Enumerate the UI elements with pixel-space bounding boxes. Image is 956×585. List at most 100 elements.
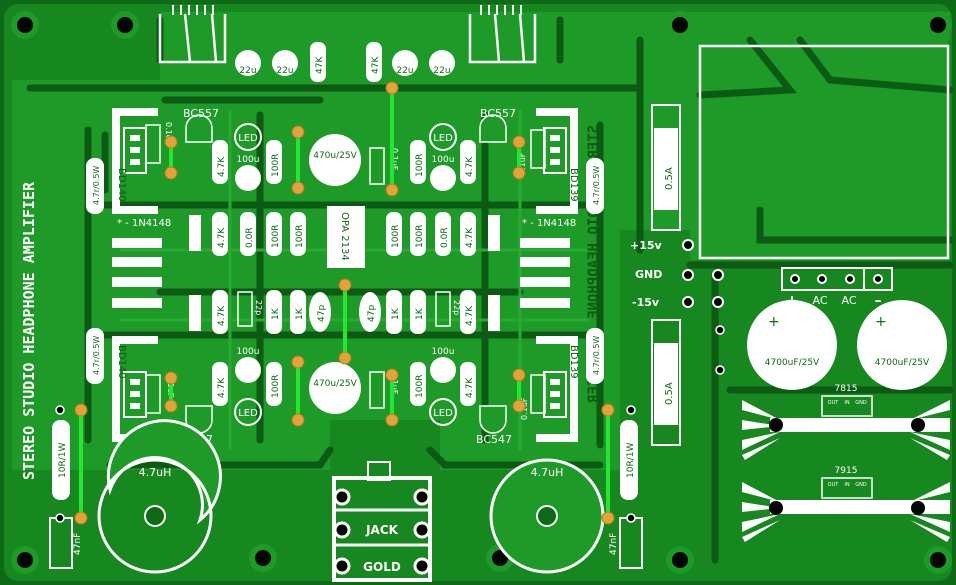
resistor-4k7-4: 4.7K — [212, 362, 228, 406]
svg-text:100u: 100u — [237, 155, 260, 165]
svg-text:IN: IN — [844, 400, 849, 406]
svg-text:100u: 100u — [237, 347, 260, 357]
svg-text:4.7K: 4.7K — [465, 377, 475, 398]
mount-hole-icon — [249, 544, 277, 572]
svg-text:–: – — [875, 293, 882, 309]
svg-text:22u: 22u — [433, 66, 450, 76]
rail-plus-label: +15v — [630, 239, 663, 252]
svg-text:22u: 22u — [276, 66, 293, 76]
resistor-4k7-2: 4.7K — [212, 212, 228, 256]
svg-text:47K: 47K — [315, 56, 325, 74]
svg-text:100R: 100R — [271, 375, 281, 398]
cap-01u-2: 0.1uF — [518, 129, 546, 175]
svg-text:LED: LED — [433, 133, 453, 144]
svg-text:0.5A: 0.5A — [664, 167, 675, 190]
svg-text:100R: 100R — [295, 225, 305, 248]
cap-47p-1: 47p — [309, 292, 331, 332]
svg-text:22u: 22u — [239, 66, 256, 76]
resistor-4k7-6: 4.7K — [460, 212, 476, 256]
cap-22u-2: 22u — [272, 50, 298, 76]
regulator-7815: 7815 OUT IN GND — [821, 384, 873, 417]
cap-22p-2: 22p — [435, 291, 461, 327]
resistor-4k7-5: 4.7K — [460, 140, 476, 184]
resistor-100r-5: 100R — [410, 140, 426, 184]
inductor-right: 4.7uH — [489, 458, 605, 574]
mount-hole-icon — [666, 546, 694, 574]
svg-text:7815: 7815 — [835, 384, 858, 394]
svg-text:1K: 1K — [295, 307, 305, 320]
svg-text:0.5A: 0.5A — [664, 382, 675, 405]
resistor-10r-2: 10R/1W — [620, 420, 638, 500]
component-pads — [55, 325, 725, 523]
heatsink-bracket-top-right — [536, 108, 578, 214]
resistor-4k7-1: 4.7K — [212, 140, 228, 184]
svg-text:10R/1W: 10R/1W — [626, 443, 636, 478]
svg-text:100R: 100R — [415, 154, 425, 177]
diodes-left — [112, 238, 162, 308]
diode-label-right: * - 1N4148 — [522, 218, 576, 229]
svg-text:4.7K: 4.7K — [465, 305, 475, 326]
transistor-bd139-bottom: BD139 — [543, 345, 579, 418]
inductor-left: 4.7uH — [97, 419, 222, 574]
resistor-100r-7: 100R — [410, 212, 426, 256]
svg-text:OUT: OUT — [828, 482, 840, 488]
board-title: STEREO STUDIO HEADPHONE AMPLIFIER — [20, 181, 38, 480]
cap-01u-1: 0.1uF — [145, 122, 173, 164]
svg-text:AC: AC — [812, 294, 827, 307]
fuse-1: 0.5A — [651, 104, 681, 231]
resistor-1k-3: 1K — [386, 290, 402, 334]
jack-label: JACK — [365, 523, 399, 537]
svg-text:4.7K: 4.7K — [465, 156, 475, 177]
mount-hole-icon — [111, 11, 139, 39]
resistor-100r-1: 100R — [266, 140, 282, 184]
resistor-0r-2: 0.0R — [435, 212, 451, 256]
svg-text:BD139: BD139 — [568, 168, 579, 202]
rail-pads — [682, 239, 724, 308]
header-pins — [172, 5, 522, 15]
svg-text:22p: 22p — [254, 300, 263, 315]
led-1: LED — [234, 123, 262, 151]
svg-text:100R: 100R — [415, 225, 425, 248]
svg-text:100R: 100R — [391, 225, 401, 248]
resistor-4r7-3: 4.7r/0.5W — [86, 328, 104, 384]
svg-text:4700uF/25V: 4700uF/25V — [875, 358, 930, 368]
resistor-0r-1: 0.0R — [240, 212, 256, 256]
resistor-10r-1: 10R/1W — [52, 420, 70, 500]
svg-text:LED: LED — [433, 408, 453, 419]
resistor-4k7-8: 4.7K — [460, 362, 476, 406]
resistor-1k-1: 1K — [266, 290, 282, 334]
resistor-4r7-1: 4.7r/0.5W — [86, 158, 104, 214]
resistor-4k7-3: 4.7K — [212, 290, 228, 334]
resistor-4k7-7: 4.7K — [460, 290, 476, 334]
svg-text:0.1uF: 0.1uF — [390, 372, 399, 395]
resistor-4r7-4: 4.7r/0.5W — [586, 328, 604, 384]
svg-text:4700uF/25V: 4700uF/25V — [765, 358, 820, 368]
cap-4700u-2: + 4700uF/25V — [857, 300, 947, 390]
svg-text:100u: 100u — [432, 155, 455, 165]
svg-text:1K: 1K — [271, 307, 281, 320]
svg-text:4.7r/0.5W: 4.7r/0.5W — [92, 336, 101, 375]
svg-text:OPA 2134: OPA 2134 — [339, 212, 350, 261]
cap-100u-2: 100u — [430, 155, 456, 191]
svg-text:0.0R: 0.0R — [440, 227, 450, 248]
svg-text:1K: 1K — [391, 307, 401, 320]
svg-text:470u/25V: 470u/25V — [313, 379, 357, 389]
mounting-holes — [11, 11, 952, 574]
svg-text:IN: IN — [844, 482, 849, 488]
cap-47p-2: 47p — [359, 292, 381, 332]
mount-hole-icon — [924, 11, 952, 39]
headphone-jack: JACK GOLD — [332, 461, 432, 582]
cap-4700u-1: + 4700uF/25V — [747, 300, 837, 390]
svg-text:LED: LED — [238, 408, 258, 419]
mount-hole-icon — [666, 11, 694, 39]
resistor-1k-4: 1K — [410, 290, 426, 334]
cap-470u-2: 470u/25V — [309, 362, 361, 414]
svg-text:4.7r/0.5W: 4.7r/0.5W — [92, 166, 101, 205]
mount-hole-icon — [11, 546, 39, 574]
svg-text:BC547: BC547 — [476, 433, 512, 446]
diodes-vertical — [189, 215, 500, 331]
svg-text:100R: 100R — [271, 154, 281, 177]
gold-pads — [74, 81, 615, 525]
svg-text:1K: 1K — [415, 307, 425, 320]
